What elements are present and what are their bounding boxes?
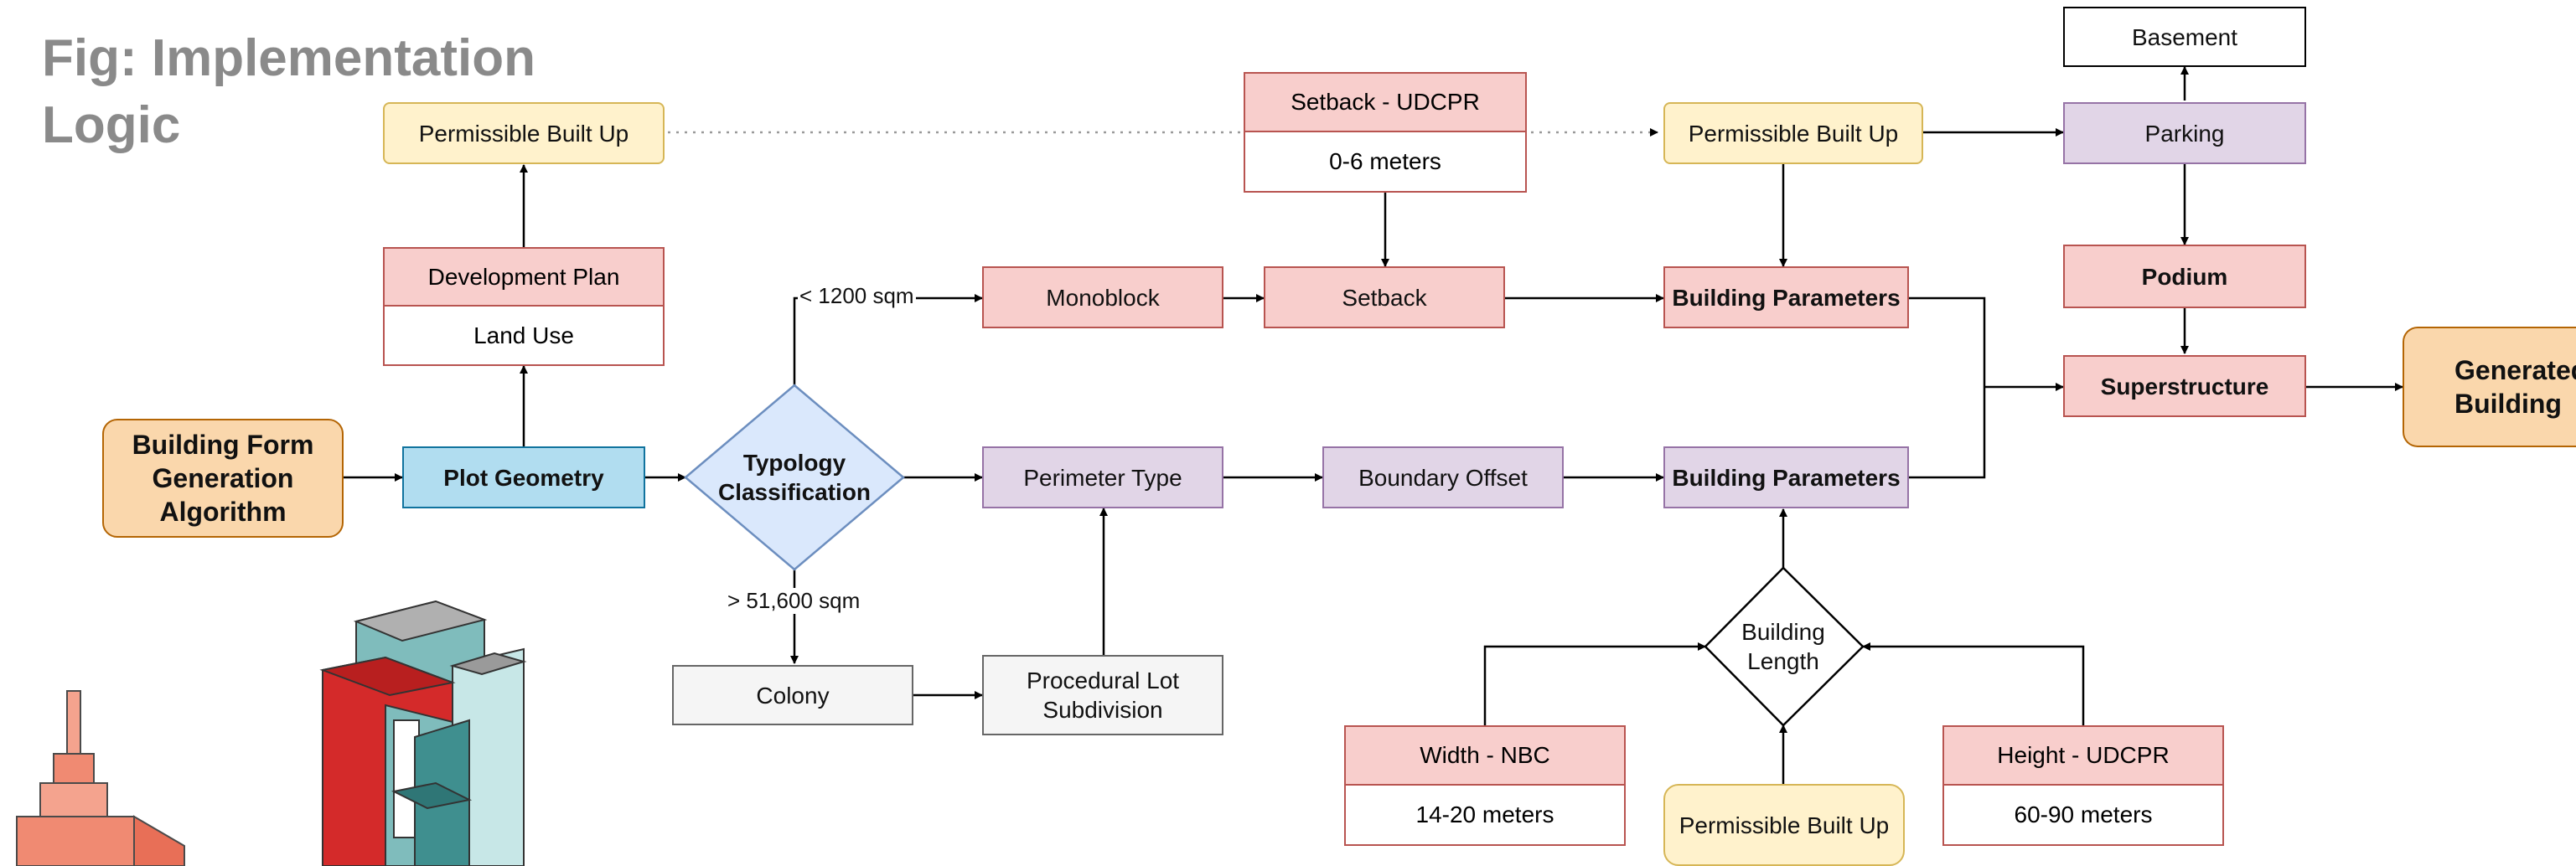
generated-building-node: Generated Building [2403,327,2576,447]
colony-node: Colony [672,665,913,725]
building-form-algorithm-node: Building Form Generation Algorithm [102,419,344,538]
setback-udcpr-node: Setback - UDCPR 0-6 meters [1244,72,1527,193]
boundary-offset-node: Boundary Offset [1322,446,1564,508]
podium-node: Podium [2063,245,2306,308]
building-parameters-node-bottom: Building Parameters [1663,446,1909,508]
development-plan-title: Development Plan [385,249,663,307]
perimeter-type-node: Perimeter Type [982,446,1223,508]
setback-node: Setback [1264,266,1505,328]
typology-classification-label: Typology Classification [717,450,872,505]
land-use-label: Land Use [473,322,574,348]
building-illustration-right [319,600,527,866]
permissible-built-up-node-bottom: Permissible Built Up [1663,784,1905,866]
building-length-label: Building Length [1741,619,1825,674]
parking-node: Parking [2063,102,2306,164]
height-udcpr-title: Height - UDCPR [1944,727,2222,786]
basement-node: Basement [2063,7,2306,67]
building-parameters-node-top: Building Parameters [1663,266,1909,328]
width-nbc-node: Width - NBC 14-20 meters [1344,725,1626,846]
figure-caption: Fig: Implementation Logic [42,29,535,154]
setback-udcpr-value: 0-6 meters [1329,148,1441,174]
building-illustration-left [16,690,185,866]
procedural-lot-subdivision-node: Procedural Lot Subdivision [982,655,1223,735]
permissible-built-up-node-right: Permissible Built Up [1663,102,1923,164]
height-udcpr-node: Height - UDCPR 60-90 meters [1942,725,2224,846]
width-nbc-title: Width - NBC [1346,727,1624,786]
height-udcpr-value: 60-90 meters [2014,802,2153,827]
development-plan-node: Development Plan Land Use [383,247,665,366]
typology-diamond-shape [684,384,905,571]
width-nbc-value: 14-20 meters [1415,802,1554,827]
superstructure-node: Superstructure [2063,355,2306,417]
large-plot-edge-label: > 51,600 sqm [726,588,862,614]
small-plot-edge-label: < 1200 sqm [798,283,916,309]
setback-udcpr-title: Setback - UDCPR [1245,74,1525,132]
plot-geometry-node: Plot Geometry [402,446,645,508]
permissible-built-up-node-left: Permissible Built Up [383,102,665,164]
building-length-diamond-shape [1704,566,1865,727]
monoblock-node: Monoblock [982,266,1223,328]
